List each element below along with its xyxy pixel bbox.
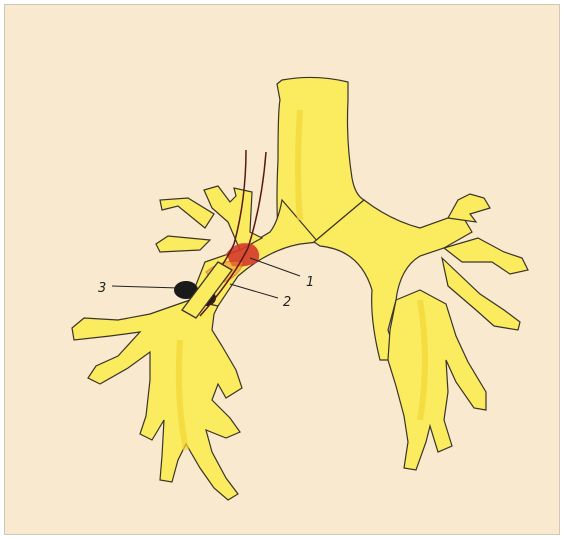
label-1: 1 <box>306 275 314 290</box>
label-2: 2 <box>283 295 291 310</box>
label-3: 3 <box>98 281 106 296</box>
